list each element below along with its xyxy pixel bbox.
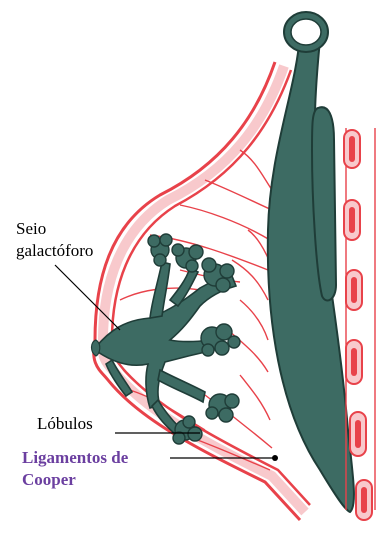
nipple — [92, 340, 100, 356]
label-seio-line1: Seio — [16, 218, 46, 239]
label-cooper-line1: Ligamentos de — [22, 447, 128, 468]
label-lobulos: Lóbulos — [37, 413, 93, 434]
label-seio-line2: galactóforo — [16, 240, 93, 261]
label-cooper-line2: Cooper — [22, 469, 76, 490]
cooper-pointer-dot — [272, 455, 278, 461]
